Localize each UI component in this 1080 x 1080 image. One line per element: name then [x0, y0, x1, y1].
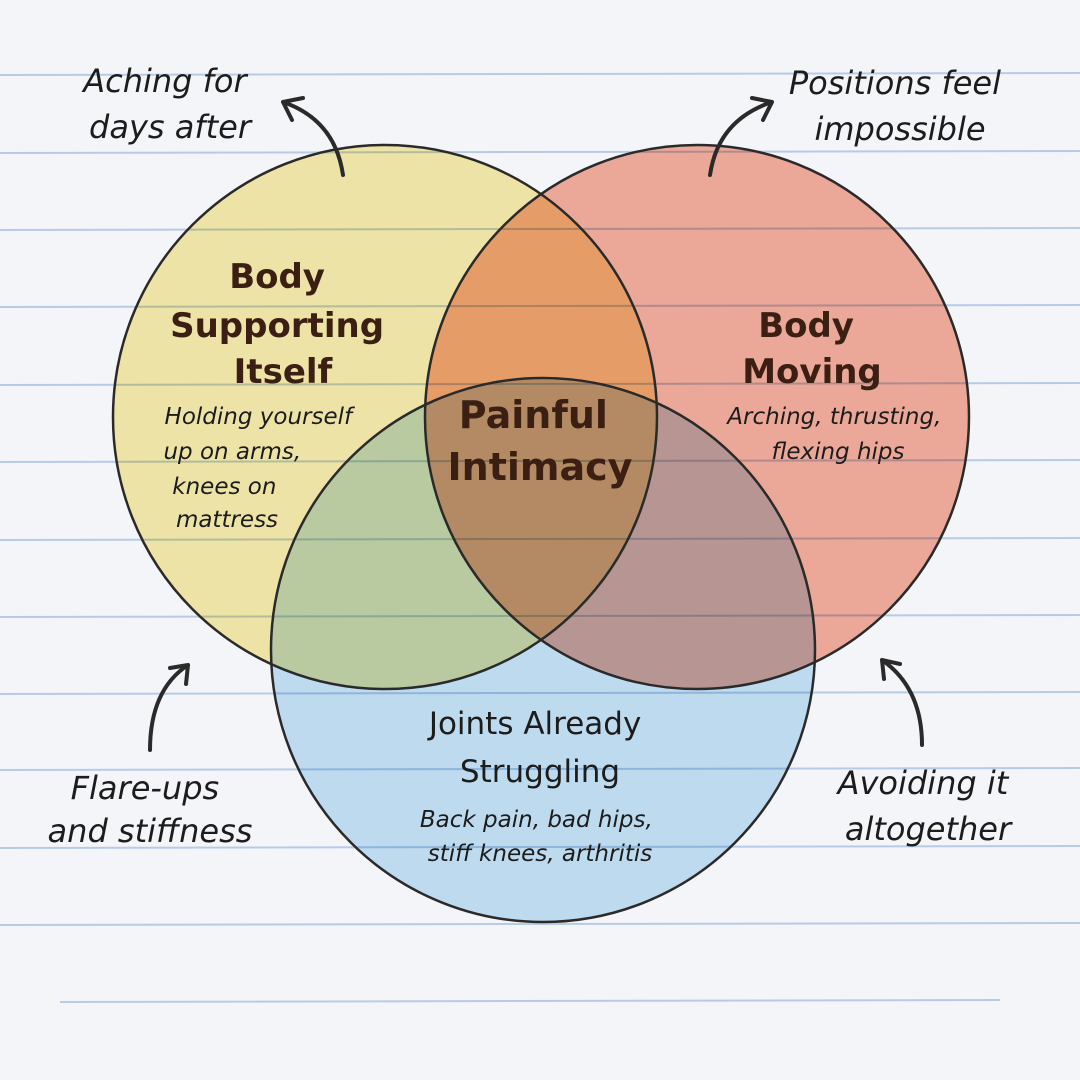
title-body-supporting-itself: Body Supporting Itself	[170, 257, 396, 392]
annotation-top-left: Aching for days after	[81, 62, 257, 146]
title-body-moving: Body Moving	[742, 306, 882, 392]
arrows	[148, 96, 924, 752]
arrow-icon-bottom-left	[148, 663, 190, 752]
desc-body-moving: Arching, thrusting, flexing hips	[725, 404, 948, 465]
arrow-icon-top-left	[281, 96, 345, 177]
arrow-icon-bottom-right	[880, 658, 924, 747]
desc-joints-already-struggling: Back pain, bad hips, stiff knees, arthri…	[420, 807, 660, 867]
arrow-icon-top-right	[708, 96, 774, 177]
center-title-painful-intimacy: Painful Intimacy	[448, 393, 633, 489]
circle-outlines	[111, 143, 971, 924]
title-joints-already-struggling: Joints Already Struggling	[427, 706, 651, 790]
circle-joints-already-struggling	[271, 378, 815, 922]
annotation-top-right: Positions feel impossible	[789, 64, 1011, 148]
desc-body-supporting-itself: Holding yourself up on arms, knees on ma…	[163, 404, 359, 533]
annotation-bottom-left: Flare-ups and stiffness	[48, 769, 253, 850]
annotation-bottom-right: Avoiding it altogether	[836, 764, 1019, 848]
